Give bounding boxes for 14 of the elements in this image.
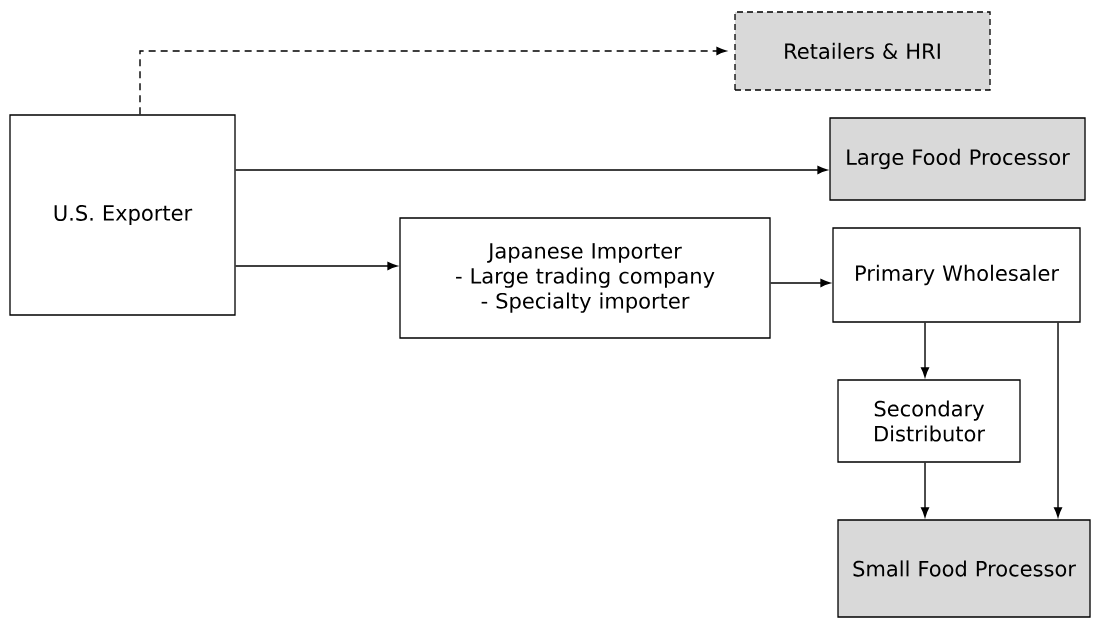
arrow [921,461,929,518]
process-box: Japanese Importer - Large trading company - Specialty importer [399,217,771,339]
arrow [921,321,929,378]
process-box: Retailers & HRI [734,11,991,91]
arrow [234,166,828,174]
process-box: Large Food Processor [829,117,1086,201]
process-box: Small Food Processor [837,519,1091,618]
arrow [139,47,727,116]
arrow [1054,321,1062,518]
arrow [769,279,831,287]
arrow [234,262,398,270]
process-box: Secondary Distributor [837,379,1021,463]
process-box: U.S. Exporter [9,114,236,316]
process-box: Primary Wholesaler [832,227,1081,323]
